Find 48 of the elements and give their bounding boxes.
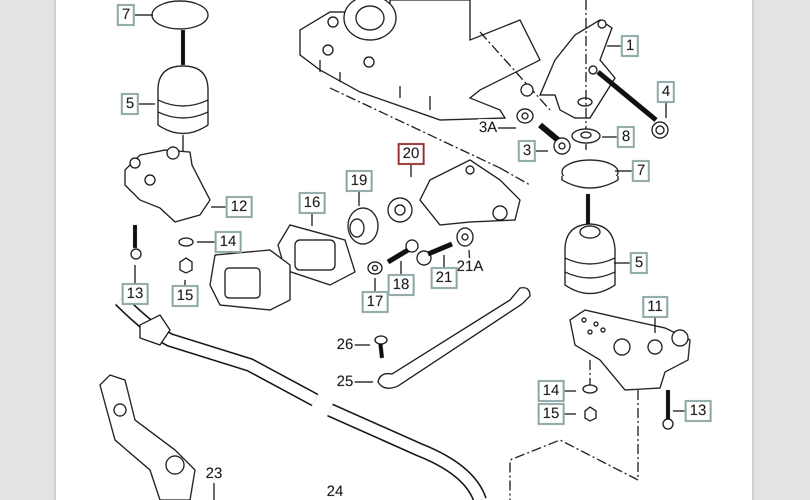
leader-line [213, 483, 215, 500]
leader-line [498, 127, 516, 129]
leader-line [564, 390, 576, 392]
callout-number: 11 [642, 296, 668, 318]
callout-number: 21 [430, 267, 458, 289]
leader-line [354, 381, 373, 383]
leader-line [410, 165, 412, 177]
callout-number: 19 [346, 170, 372, 192]
leader-line [665, 103, 667, 118]
callout-number: 8 [616, 126, 636, 148]
callout-number: 12 [226, 196, 252, 218]
leader-line [135, 14, 153, 16]
leader-line [468, 250, 470, 258]
callout-number: 16 [298, 192, 326, 214]
leader-line [400, 261, 402, 274]
callout-number: 18 [388, 274, 414, 296]
leader-line [564, 413, 576, 415]
leader-line [615, 170, 632, 172]
leader-line [654, 318, 656, 333]
leader-line [311, 214, 313, 226]
callout-number: 1 [620, 35, 640, 57]
leader-line [443, 255, 445, 267]
leader-line [607, 45, 621, 47]
callout-number: 17 [362, 291, 388, 313]
leader-line [614, 262, 630, 264]
callout-number: 5 [630, 252, 648, 274]
callout-number: 13 [684, 400, 712, 422]
callout-number: 3 [518, 140, 536, 162]
callout-number: 7 [116, 4, 136, 26]
leader-line [134, 265, 136, 283]
leader-line [602, 136, 617, 138]
callout-number: 14 [214, 231, 242, 253]
leader-line [673, 410, 684, 412]
callout-number: 20 [398, 143, 424, 165]
callout-number: 15 [172, 285, 198, 307]
leader-line [139, 103, 155, 105]
leader-line [354, 344, 370, 346]
callout-number: 7 [632, 160, 650, 182]
callout-number: 5 [120, 93, 140, 115]
leader-line [211, 206, 226, 208]
leader-line [197, 241, 214, 243]
leader-line [536, 150, 548, 152]
leader-line [358, 192, 360, 206]
callout-number: 14 [538, 380, 564, 402]
callout-number: 13 [122, 283, 148, 305]
callout-number: 4 [656, 81, 676, 103]
leader-line [374, 278, 376, 291]
callout-number: 15 [538, 403, 564, 425]
